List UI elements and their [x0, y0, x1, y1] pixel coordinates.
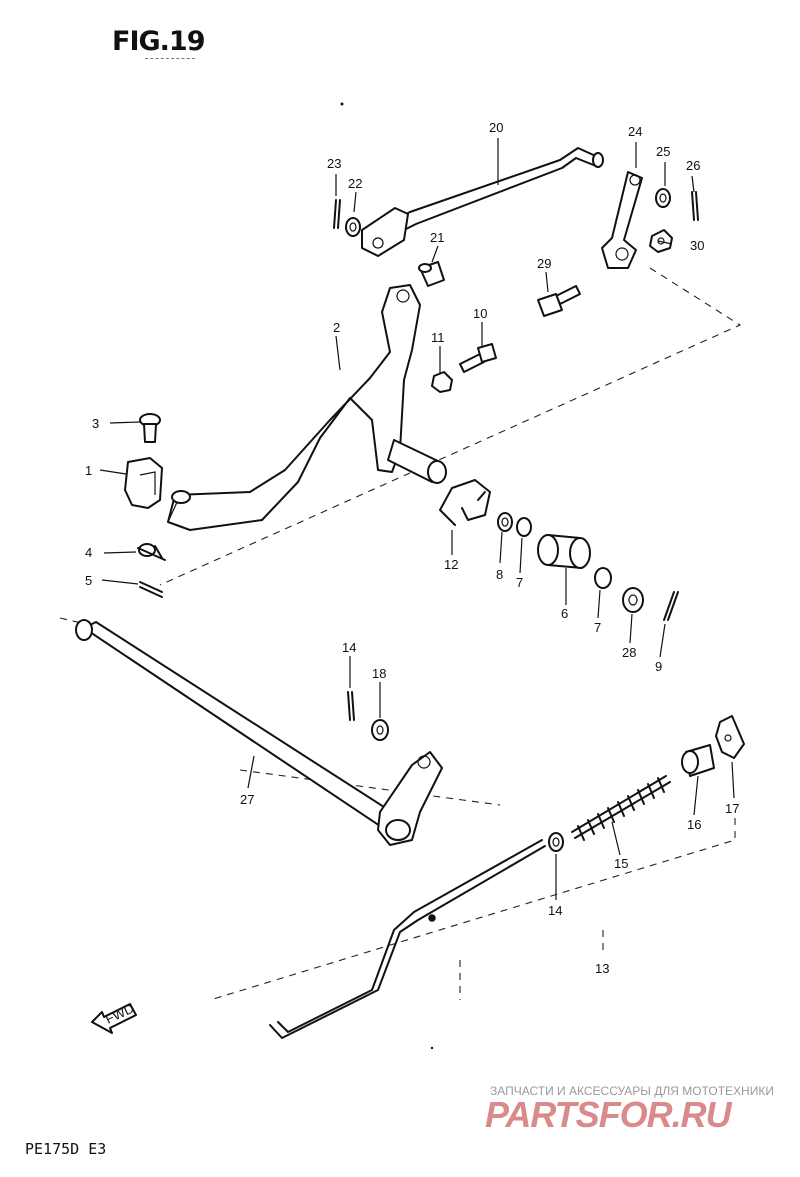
callout-27-label: 27 — [240, 792, 254, 807]
part-9-cotter-pin — [663, 591, 679, 621]
callout-28-label: 28 — [622, 645, 636, 660]
part-18-washer — [371, 719, 389, 741]
part-2-shift-pedal — [167, 284, 421, 531]
callout-15-label: 15 — [614, 856, 628, 871]
watermark-logo: PARTSFOR.RU — [485, 1094, 732, 1135]
part-23-cotter-pin — [333, 199, 341, 229]
part-21-pin — [418, 261, 445, 287]
callout-22-label: 22 — [348, 176, 362, 191]
part-4-spring — [137, 543, 166, 561]
part-27-shift-shaft — [75, 619, 443, 846]
part-1-cover — [124, 457, 163, 509]
callout-26-label: 26 — [686, 158, 700, 173]
callout-29-label: 29 — [537, 256, 551, 271]
callout-10-label: 10 — [473, 306, 487, 321]
part-7-circlip-left — [516, 517, 532, 537]
callout-9-label: 9 — [655, 659, 662, 674]
part-22-washer — [345, 217, 361, 237]
part-16-collar — [681, 744, 715, 777]
callout-20-label: 20 — [489, 120, 503, 135]
callout-25-label: 25 — [656, 144, 670, 159]
callout-8-label: 8 — [496, 567, 503, 582]
part-6-bushing — [537, 534, 591, 569]
callout-12-label: 12 — [444, 557, 458, 572]
part-14-washer — [548, 832, 564, 852]
figure-title: FIG.19 — [112, 26, 205, 57]
part-20-shift-rod — [377, 147, 604, 239]
callout-6-label: 6 — [561, 606, 568, 621]
callout-14b-label: 14 — [548, 903, 562, 918]
callout-leaders — [99, 138, 735, 900]
callout-3-label: 3 — [92, 416, 99, 431]
model-code: PE175D E3 — [25, 1140, 107, 1158]
callout-11-label: 11 — [431, 330, 445, 345]
part-2-pedal-shaft — [387, 439, 447, 484]
callout-24-label: 24 — [628, 124, 642, 139]
callout-1-text: 1 — [85, 463, 92, 478]
part-10-bolt — [459, 343, 497, 373]
callout-7b-label: 7 — [594, 620, 601, 635]
callout-4-label: 4 — [85, 545, 92, 560]
callout-13-label: 13 — [595, 961, 609, 976]
callout-2-label: 2 — [333, 320, 340, 335]
part-17-joint — [715, 715, 745, 759]
callout-14a-label: 14 — [342, 640, 356, 655]
part-5-cotter-pin — [139, 581, 163, 598]
part-11-nut — [431, 371, 453, 393]
part-20-rod-end-bracket — [361, 207, 409, 257]
print-specks — [340, 102, 434, 1050]
callout-numbers: 2 3 1 4 5 6 7 7 8 9 10 11 12 13 14 14 15… — [85, 120, 739, 976]
title-underline — [145, 58, 195, 59]
part-29-bolt — [537, 285, 581, 317]
part-7-circlip-right — [594, 567, 612, 589]
part-26-cotter-pin — [691, 191, 699, 221]
callout-23-label: 23 — [327, 156, 341, 171]
part-24-shift-lever — [601, 171, 643, 269]
part-28-washer — [622, 587, 644, 613]
callout-18-label: 18 — [372, 666, 386, 681]
callout-16-label: 16 — [687, 817, 701, 832]
fwd-direction-marker: FWD — [91, 1001, 137, 1034]
part-13-shift-rod — [269, 839, 546, 1039]
callout-21-label: 21 — [430, 230, 444, 245]
part-14-cotter-pin — [347, 691, 355, 721]
part-8-washer — [497, 512, 513, 532]
callout-30-label: 30 — [690, 238, 704, 253]
assembly-guide-lines — [59, 267, 742, 1001]
watermark-caption: ЗАПЧАСТИ И АКСЕССУАРЫ ДЛЯ МОТОТЕХНИКИ — [490, 1084, 774, 1098]
part-25-washer — [655, 188, 671, 208]
callout-5-label: 5 — [85, 573, 92, 588]
part-30-nut — [649, 229, 673, 253]
callout-7a-label: 7 — [516, 575, 523, 590]
part-3-bolt — [139, 413, 161, 443]
part-15-spring — [571, 775, 671, 841]
callout-17-label: 17 — [725, 801, 739, 816]
part-12-return-spring — [439, 479, 491, 526]
forward-arrow-icon — [91, 1003, 137, 1034]
